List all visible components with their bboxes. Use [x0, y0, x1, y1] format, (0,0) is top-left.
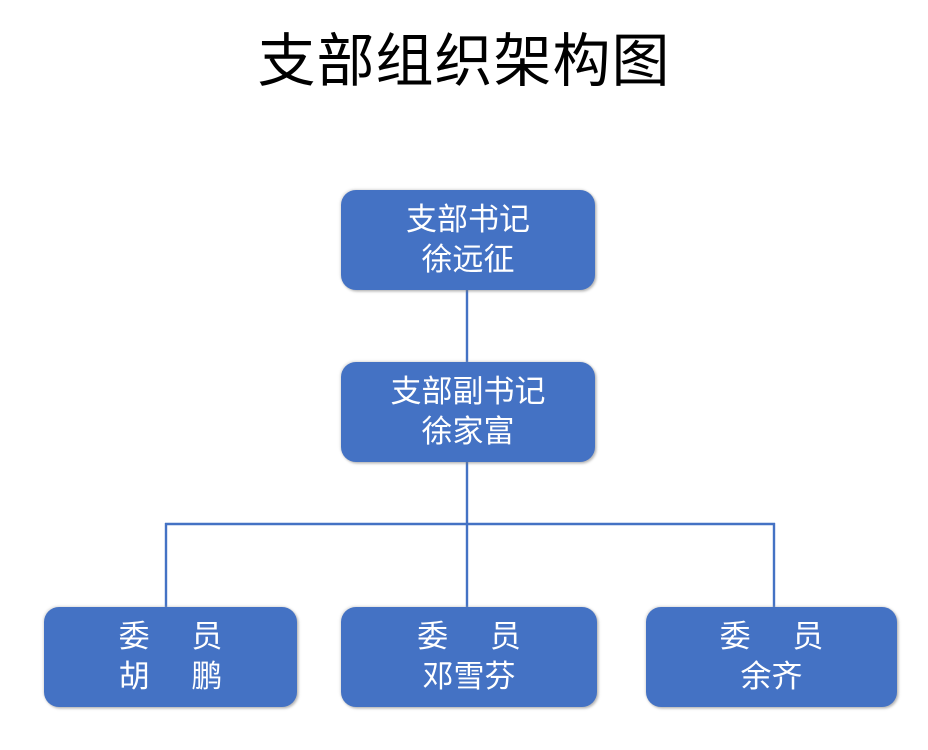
org-node-role: 委 员 — [719, 619, 840, 655]
org-node-role: 委 员 — [118, 619, 239, 655]
org-node-member-dengxuefen[interactable]: 委 员 邓雪芬 — [341, 607, 597, 707]
org-node-role: 委 员 — [417, 619, 537, 655]
org-node-name: 余齐 — [740, 659, 803, 695]
org-node-deputy-secretary[interactable]: 支部副书记 徐家富 — [341, 362, 595, 462]
org-node-name: 徐远征 — [421, 242, 515, 278]
org-node-member-yuqi[interactable]: 委 员 余齐 — [646, 607, 897, 707]
org-node-secretary[interactable]: 支部书记 徐远征 — [341, 190, 595, 290]
org-node-role: 支部书记 — [406, 202, 530, 238]
org-node-name: 徐家富 — [421, 414, 515, 450]
org-node-member-hupeng[interactable]: 委 员 胡 鹏 — [44, 607, 297, 707]
page-title: 支部组织架构图 — [257, 27, 671, 95]
org-node-name: 邓雪芬 — [422, 659, 516, 695]
org-node-role: 支部副书记 — [390, 374, 546, 410]
org-node-name: 胡 鹏 — [118, 659, 239, 695]
